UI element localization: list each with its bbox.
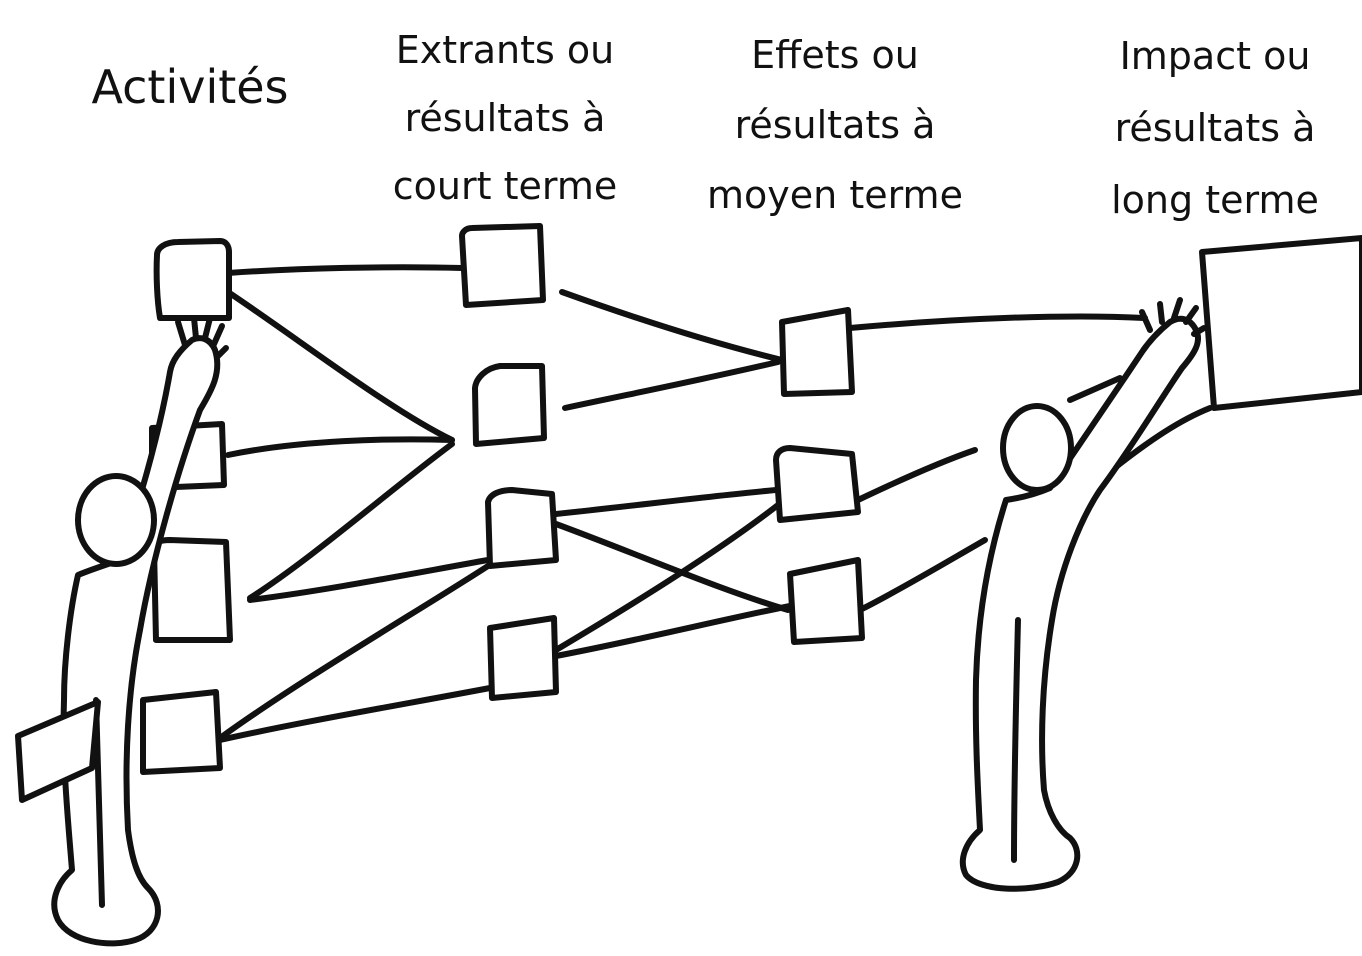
left-figure-fingers (175, 315, 229, 359)
output-box-2 (472, 363, 547, 447)
link-e3-a3 (247, 557, 491, 603)
connector-lines (217, 264, 1213, 743)
activities-header-line-1: Activités (91, 60, 289, 114)
link-e4-f2 (553, 502, 781, 653)
effects-column (773, 307, 865, 645)
link-e3-a4 (217, 563, 491, 741)
activity-box-4 (140, 689, 223, 775)
effect-box-3 (787, 557, 865, 645)
link-impact-dash (1067, 375, 1123, 403)
outputs-header-line-1: Extrants ou (395, 28, 615, 72)
impact-box (1199, 235, 1362, 411)
link-e2-f1 (562, 359, 781, 411)
link-e1-f1 (559, 289, 785, 363)
effect-box-1 (779, 307, 855, 397)
effect-box-2 (773, 445, 861, 523)
activity-box-3 (151, 537, 233, 643)
link-a2-hub (225, 436, 455, 458)
impact-header-line-1: Impact ou (1119, 34, 1311, 78)
link-e4-f3 (553, 603, 793, 659)
effects-header: Effets ou résultats à moyen terme (700, 20, 970, 230)
output-box-4 (487, 615, 559, 701)
impact-header-line-2: résultats à (1114, 106, 1316, 150)
link-e3-f2 (553, 487, 779, 517)
outputs-header: Extrants ou résultats à court terme (370, 16, 640, 220)
outputs-header-line-3: court terme (392, 164, 618, 208)
left-figure-body (51, 335, 221, 947)
link-f3-out (857, 537, 988, 613)
link-a1-e1 (225, 264, 465, 276)
left-figure-paper (15, 699, 101, 803)
impact-header-line-3: long terme (1111, 178, 1319, 222)
effects-header-line-1: Effets ou (751, 33, 919, 77)
effects-header-line-3: moyen terme (707, 173, 963, 217)
link-hub-a3 (247, 441, 455, 601)
link-a1-hub (225, 289, 455, 443)
effects-header-line-2: résultats à (734, 103, 936, 147)
activity-box-1 (153, 238, 232, 321)
impact-header: Impact ou résultats à long terme (1085, 20, 1345, 236)
output-box-1 (459, 223, 546, 308)
link-e3-f3 (553, 521, 791, 613)
right-figure-head (1000, 403, 1074, 493)
left-figure-head (75, 473, 157, 567)
link-f1-impact (847, 313, 1148, 331)
right-figure-fingers (1139, 297, 1207, 337)
left-figure (15, 315, 229, 947)
right-figure-leg-split (1011, 617, 1021, 863)
activities-header: Activités (60, 64, 320, 110)
output-box-3 (485, 487, 559, 569)
outputs-column (459, 223, 559, 701)
right-figure-body (959, 315, 1202, 892)
link-e4-a4 (217, 685, 493, 743)
outputs-header-line-2: résultats à (404, 96, 606, 140)
right-figure (959, 297, 1207, 892)
link-f2-out (855, 447, 978, 503)
